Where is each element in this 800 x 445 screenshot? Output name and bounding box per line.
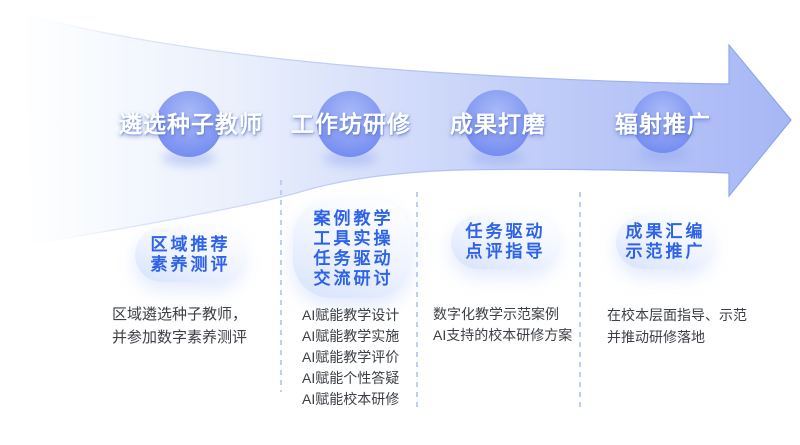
- stage-keywords-pill-3: 任务驱动 点评指导: [451, 215, 557, 269]
- column-divider: [416, 192, 418, 408]
- stage-description-4: 在校本层面指导、示范 并推动研修落地: [607, 304, 747, 348]
- column-divider: [579, 192, 581, 408]
- desc-line: 在校本层面指导、示范: [607, 307, 747, 323]
- stage-description-1: 区域遴选种子教师， 并参加数字素养测评: [112, 303, 247, 349]
- desc-line: AI赋能教学评价: [302, 349, 400, 365]
- pill-line: 素养测评: [150, 255, 231, 274]
- desc-line: 区域遴选种子教师，: [112, 306, 248, 323]
- pill-line: 点评指导: [465, 242, 546, 261]
- flow-arrow: [21, 12, 792, 244]
- desc-line: AI赋能校本研修: [302, 391, 400, 407]
- desc-line: AI赋能教学设计: [302, 307, 400, 323]
- pill-line: 案例教学: [313, 209, 394, 228]
- stage-description-2: AI赋能教学设计 AI赋能教学实施 AI赋能教学评价 AI赋能个性答疑 AI赋能…: [302, 305, 399, 410]
- pill-line: 示范推广: [625, 242, 706, 261]
- stage-title-2: 工作坊研修: [291, 111, 411, 137]
- pill-line: 成果汇编: [625, 222, 706, 241]
- pill-line: 交流研讨: [313, 269, 394, 288]
- stage-circle: [464, 90, 530, 156]
- stage-keywords-pill-4: 成果汇编 示范推广: [616, 215, 712, 269]
- stage-keywords-pill-2: 案例教学 工具实操 任务驱动 交流研讨: [293, 200, 411, 298]
- column-divider: [280, 180, 282, 392]
- desc-line: 数字化教学示范案例: [433, 306, 559, 322]
- desc-line: AI支持的校本研修方案: [433, 327, 573, 343]
- stage-keywords-pill-1: 区域推荐 素养测评: [135, 228, 243, 282]
- desc-line: 并推动研修落地: [607, 329, 705, 345]
- stage-circle: [632, 91, 694, 153]
- desc-line: AI赋能教学实施: [302, 328, 400, 344]
- pill-line: 区域推荐: [150, 235, 231, 254]
- stage-title-3: 成果打磨: [450, 111, 546, 137]
- pill-line: 任务驱动: [465, 222, 546, 241]
- stage-circle: [156, 91, 222, 157]
- desc-line: 并参加数字素养测评: [112, 329, 248, 346]
- stage-description-3: 数字化教学示范案例 AI支持的校本研修方案: [433, 304, 572, 346]
- desc-line: AI赋能个性答疑: [302, 370, 400, 386]
- stage-circle: [317, 91, 383, 157]
- stage-title-4: 辐射推广: [615, 111, 711, 137]
- stage-title-1: 遴选种子教师: [119, 111, 263, 137]
- pill-line: 工具实操: [313, 229, 394, 248]
- pill-line: 任务驱动: [313, 249, 394, 268]
